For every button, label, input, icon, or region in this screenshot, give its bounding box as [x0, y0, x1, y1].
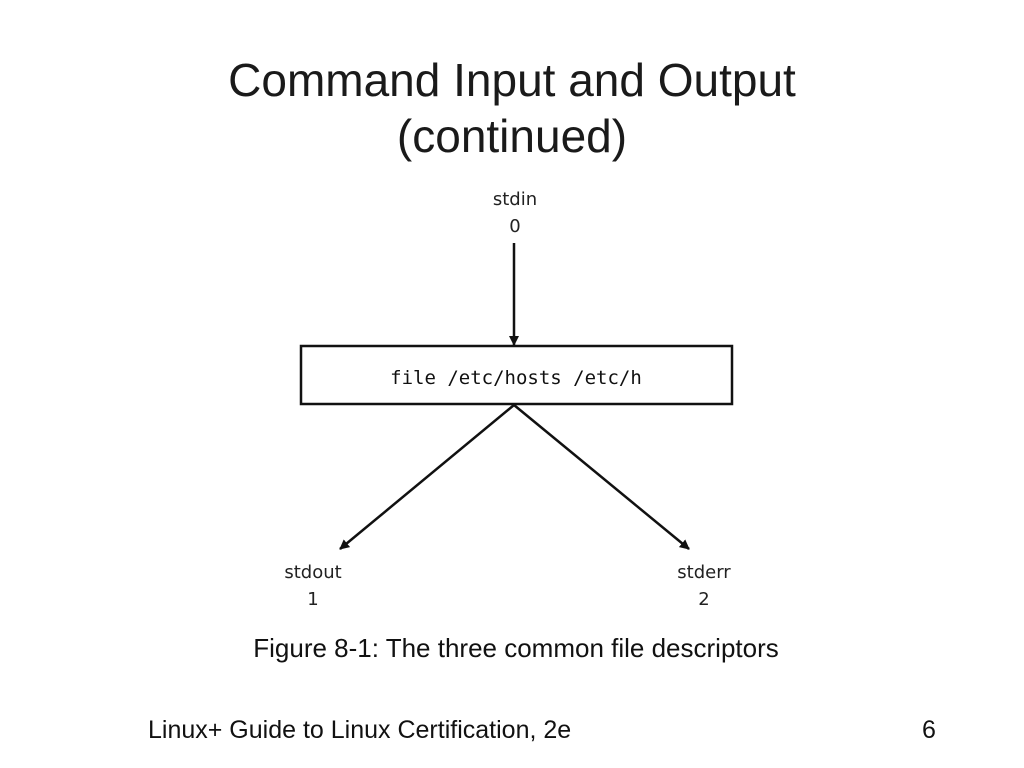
title-line-2: (continued): [396, 110, 628, 162]
command-box: [299, 344, 734, 406]
stderr-label: stderr: [677, 562, 731, 583]
stdout-arrow: [339, 404, 515, 550]
stdin-label: stdin: [493, 189, 537, 210]
footer-book-title: Linux+ Guide to Linux Certification, 2e: [148, 716, 572, 744]
stdout-fd-number: 1: [307, 589, 318, 610]
slide-title: Command Input and Output (continued): [0, 52, 1024, 164]
page-number: 6: [922, 716, 936, 744]
stderr-fd-number: 2: [698, 589, 709, 610]
figure-caption: Figure 8-1: The three common file descri…: [253, 633, 779, 663]
stdout-label: stdout: [284, 562, 341, 583]
stderr-arrow: [513, 404, 690, 550]
title-line-1: Command Input and Output: [228, 54, 796, 106]
command-text: file /etc/hosts /etc/h: [390, 367, 642, 389]
stdin-fd-number: 0: [509, 216, 520, 237]
